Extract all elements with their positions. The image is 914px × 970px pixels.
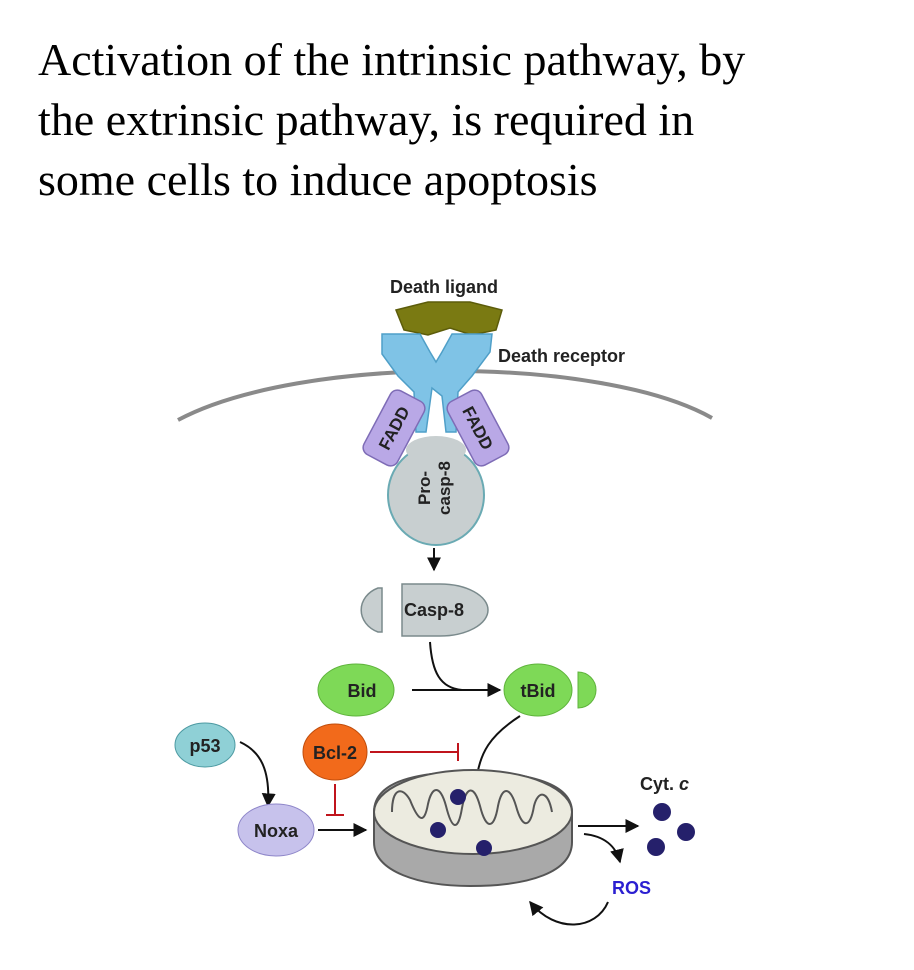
fadd-left: FADD bbox=[362, 389, 426, 467]
death-ligand-shape bbox=[394, 301, 503, 336]
casp8-pro-label: casp-8 bbox=[435, 461, 454, 515]
pro-label: Pro- bbox=[415, 471, 434, 505]
bcl2-shape bbox=[302, 723, 368, 781]
fadd-right: FADD bbox=[446, 389, 510, 467]
title-line-3: some cells to induce apoptosis bbox=[38, 154, 598, 205]
casp-8-cleavage-curve bbox=[429, 641, 463, 691]
casp-8-small-piece bbox=[360, 587, 383, 633]
cytc-in-mito-2 bbox=[430, 822, 446, 838]
cytc-released-3 bbox=[647, 838, 665, 856]
death-ligand-label: Death ligand bbox=[390, 277, 498, 297]
pro-caspase-8-top bbox=[406, 436, 466, 464]
tbid-label: tBid bbox=[521, 681, 556, 701]
cyt-c-text: Cyt. bbox=[640, 774, 679, 794]
bid-shape bbox=[317, 663, 395, 717]
cytc-released-2 bbox=[677, 823, 695, 841]
bcl2-label: Bcl-2 bbox=[313, 743, 357, 763]
tbid-fragment bbox=[577, 671, 597, 709]
bid-label: Bid bbox=[348, 681, 377, 701]
cytc-in-mito-3 bbox=[476, 840, 492, 856]
p53-shape bbox=[174, 722, 236, 768]
mitochondrion bbox=[373, 769, 573, 888]
title-line-2: the extrinsic pathway, is required in bbox=[38, 94, 695, 145]
noxa-shape bbox=[237, 803, 315, 857]
slide-title: Activation of the intrinsic pathway, by … bbox=[38, 30, 898, 210]
casp-8-label: Casp-8 bbox=[404, 600, 464, 620]
death-receptor-label: Death receptor bbox=[498, 346, 625, 366]
arrow-p53-to-noxa bbox=[239, 741, 276, 808]
pro-caspase-8-text: Pro- casp-8 bbox=[415, 461, 454, 515]
ros-label: ROS bbox=[612, 878, 651, 898]
cytc-in-mito-1 bbox=[450, 789, 466, 805]
cytc-released-1 bbox=[653, 803, 671, 821]
casp-8-large-piece bbox=[401, 583, 489, 637]
cyt-c-italic: c bbox=[679, 774, 689, 794]
arrow-to-ros bbox=[583, 833, 624, 864]
cyt-c-label: Cyt. c bbox=[640, 774, 689, 794]
arrow-ros-to-mitochondrion bbox=[529, 900, 609, 926]
noxa-label: Noxa bbox=[254, 821, 299, 841]
tbid-shape bbox=[503, 663, 573, 717]
p53-label: p53 bbox=[189, 736, 220, 756]
title-line-1: Activation of the intrinsic pathway, by bbox=[38, 34, 746, 85]
